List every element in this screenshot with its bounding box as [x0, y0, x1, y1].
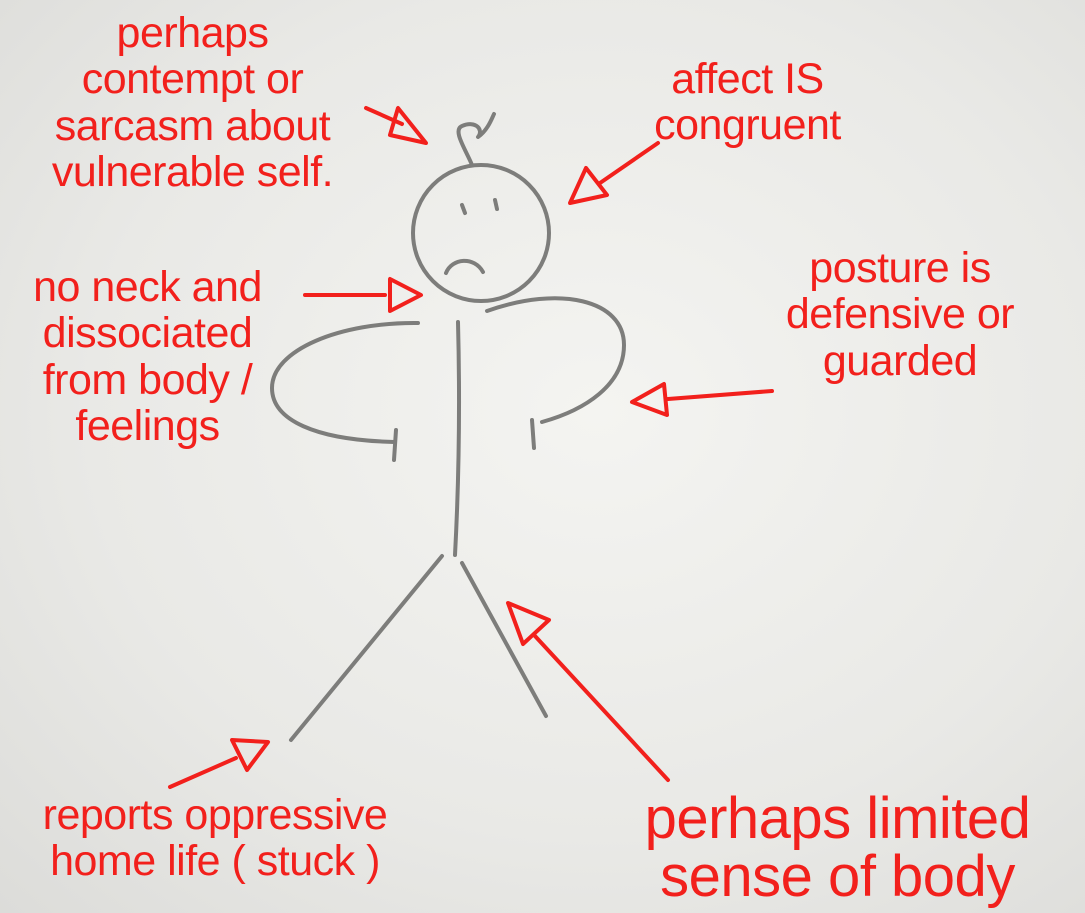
annotation-affect: affect IS congruent — [615, 56, 880, 149]
annotation-posture: posture is defensive or guarded — [740, 245, 1060, 384]
arrow-contempt — [366, 108, 426, 143]
annotation-limited-sense: perhaps limited sense of body — [595, 790, 1080, 906]
right-leg — [462, 563, 546, 716]
right-arm — [487, 298, 624, 422]
left-hand — [394, 430, 396, 460]
head — [413, 165, 549, 301]
annotation-contempt: perhaps contempt or sarcasm about vulner… — [20, 10, 365, 196]
annotation-neck: no neck and dissociated from body / feel… — [0, 264, 295, 450]
left-leg — [291, 556, 442, 740]
stick-figure — [272, 114, 624, 740]
left-eye — [462, 205, 465, 213]
arrow-posture — [632, 384, 772, 415]
frown — [446, 261, 483, 273]
arrow-neck — [305, 279, 421, 311]
annotation-home-life: reports oppressive home life ( stuck ) — [0, 792, 430, 885]
torso — [455, 322, 459, 555]
right-eye — [495, 200, 497, 209]
arrow-home — [170, 740, 268, 787]
arrow-affect — [570, 143, 658, 203]
right-hand — [532, 420, 534, 448]
hair-curl — [459, 114, 495, 165]
